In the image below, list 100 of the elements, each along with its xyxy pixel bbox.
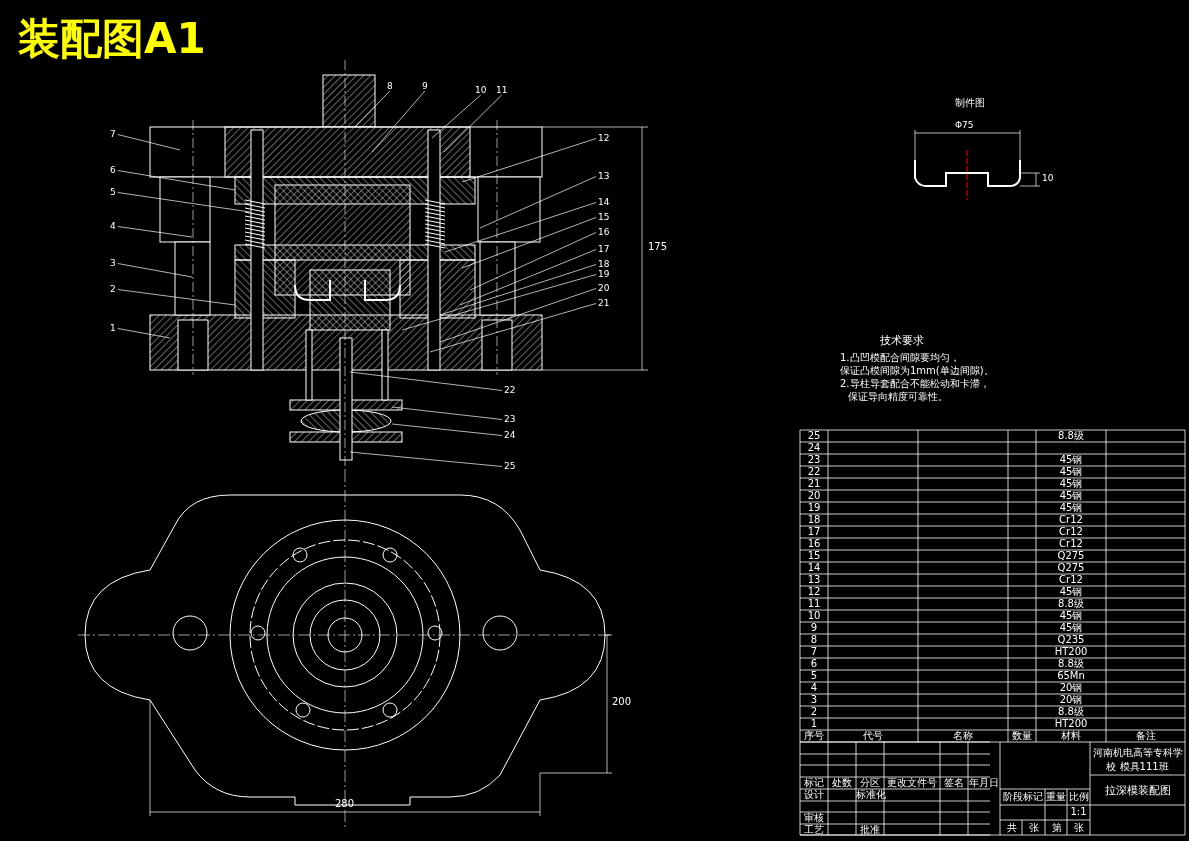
table-text: 20钢 [1058,695,1084,705]
leader-line [429,303,597,353]
table-text: 1:1 [1069,807,1088,817]
table-text: 1 [809,719,819,729]
table-text: Cr12 [1058,527,1084,537]
table-text: 45钢 [1058,587,1084,597]
leader-line [444,202,597,253]
callout-number: 13 [596,172,612,181]
table-text: 张 [1072,823,1085,833]
callout-number: 7 [108,130,118,139]
leader-line [401,274,597,331]
table-text: 第 [1050,823,1063,833]
leader-line [391,423,503,436]
callout-number: 24 [502,431,518,440]
table-text: 8 [809,635,819,645]
leader-line [391,406,503,420]
table-text: 45钢 [1058,455,1084,465]
dimension-text: Φ75 [955,121,974,130]
dimension-text: 10 [1042,174,1054,183]
callout-number: 1 [108,324,118,333]
table-text: Cr12 [1058,515,1084,525]
table-text: 6 [809,659,819,669]
leader-line [371,90,426,153]
leader-line [117,134,181,151]
table-text: 20钢 [1058,683,1084,693]
table-text: 14 [806,563,822,573]
table-text: Q235 [1056,635,1086,645]
table-text: 10 [806,611,822,621]
callout-number: 17 [596,245,612,254]
callout-number: 5 [108,188,118,197]
callout-number: 21 [596,299,612,308]
table-text: 15 [806,551,822,561]
table-text: 比例 [1067,792,1090,802]
table-text: 11 [806,599,822,609]
note-text: 2.导柱导套配合不能松动和卡滞， [840,379,990,389]
table-text: 张 [1027,823,1040,833]
table-text: 工艺 [803,825,825,835]
leader-line [117,263,193,278]
table-text: 8.8级 [1057,599,1085,609]
table-text: Cr12 [1058,575,1084,585]
table-text: 审核 [803,813,825,823]
table-text: 阶段标记 [1001,792,1044,802]
table-text: 备注 [1134,731,1157,741]
table-text: 25 [806,431,822,441]
note-text: 1.凸凹模配合间隙要均匀， [840,353,960,363]
leader-line [459,249,597,306]
callout-number: 16 [596,228,612,237]
table-text: 9 [809,623,819,633]
table-text: 18 [806,515,822,525]
callout-number: 6 [108,166,118,175]
leader-line [117,328,171,339]
leader-line [461,138,597,183]
table-text: 年月日 [968,778,1000,788]
leader-line [443,94,503,153]
table-text: 标记 [803,778,825,788]
leader-line [431,94,482,139]
table-text: 45钢 [1058,491,1084,501]
callout-number: 15 [596,213,612,222]
table-text: 处数 [831,778,853,788]
callout-number: 18 [596,260,612,269]
table-text: Cr12 [1058,539,1084,549]
table-text: 65Mn [1056,671,1086,681]
table-text: 13 [806,575,822,585]
callout-number: 14 [596,198,612,207]
table-text: 17 [806,527,822,537]
table-text: 7 [809,647,819,657]
callout-number: 2 [108,285,118,294]
table-text: Q275 [1056,563,1086,573]
leader-line [117,289,236,306]
table-text: 19 [806,503,822,513]
leader-line [354,90,391,128]
table-text: 更改文件号 [886,778,938,788]
leader-line [461,217,597,269]
callout-number: 25 [502,462,518,471]
leader-line [439,264,597,316]
table-text: 代号 [862,731,884,741]
callout-number: 12 [596,134,612,143]
table-text: 45钢 [1058,467,1084,477]
leader-line [469,232,597,291]
table-text: 批准 [859,825,881,835]
table-text: 16 [806,539,822,549]
table-text: 数量 [1011,731,1033,741]
table-text: 20 [806,491,822,501]
table-text: HT200 [1053,647,1089,657]
table-text: 分区 [859,778,881,788]
table-text: 21 [806,479,822,489]
callout-number: 8 [385,82,395,91]
note-text: 保证导向精度可靠性。 [848,392,948,402]
table-text: 重量 [1045,792,1067,802]
callout-number: 11 [494,86,510,95]
callout-number: 20 [596,284,612,293]
table-text: 名称 [952,731,974,741]
table-text: 拉深模装配图 [1103,785,1172,796]
leader-line [117,192,251,213]
table-text: 标准化 [856,790,884,800]
table-text: 共 [1005,823,1018,833]
table-text: 材料 [1060,731,1082,741]
callout-number: 10 [473,86,489,95]
callout-number: 23 [502,415,518,424]
table-text: 45钢 [1058,611,1084,621]
